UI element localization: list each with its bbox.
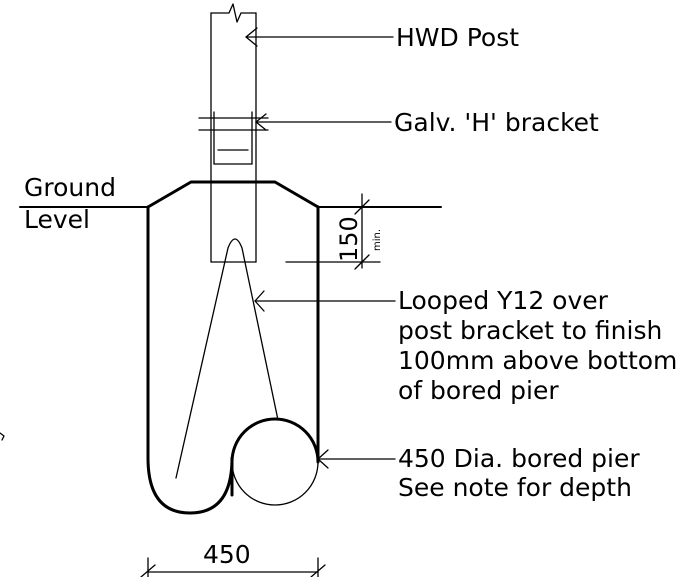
label-h-bracket: Galv. 'H' bracket — [394, 108, 599, 137]
bored-pier-outline — [146, 205, 234, 515]
post-break-symbol — [210, 3, 257, 23]
label-bored-pier-2: See note for depth — [398, 473, 632, 502]
pier-circle-heavy-edge — [230, 417, 320, 464]
label-ground-level-1: Ground — [24, 173, 116, 202]
label-ground-level-2: Level — [24, 205, 90, 234]
leader-bored-pier — [317, 449, 396, 469]
dim-450-text: 450 — [203, 540, 251, 569]
label-looped-y12-4: of bored pier — [398, 376, 559, 405]
label-looped-y12-2: post bracket to finish — [398, 316, 662, 345]
label-looped-y12-1: Looped Y12 over — [398, 286, 609, 315]
leader-looped-y12 — [254, 290, 396, 312]
pier-mound-top — [146, 180, 320, 209]
label-looped-y12-3: 100mm above bottom — [398, 346, 677, 375]
edge-mark — [0, 432, 5, 441]
dim-450: 450 — [140, 540, 326, 577]
looped-y12-bar — [175, 238, 279, 479]
dim-150-min: 150 min. — [285, 193, 383, 270]
leader-h-bracket — [255, 113, 392, 131]
leader-hwd-post — [245, 27, 394, 47]
label-hwd-post: HWD Post — [396, 23, 519, 52]
label-bored-pier-1: 450 Dia. bored pier — [398, 444, 640, 473]
dim-150-text: 150 — [335, 216, 363, 262]
hwd-post — [210, 3, 257, 263]
h-bracket — [198, 111, 269, 165]
dim-min-text: min. — [372, 229, 383, 251]
